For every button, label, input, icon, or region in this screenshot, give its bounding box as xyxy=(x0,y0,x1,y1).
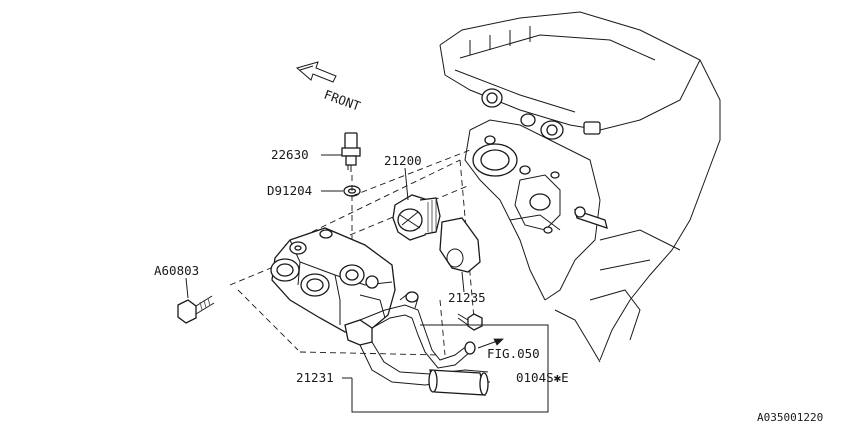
thermostat-housing xyxy=(270,227,396,333)
leader-21200 xyxy=(404,167,409,201)
label-fig050: FIG.050 xyxy=(487,346,540,361)
fig-arrow-icon xyxy=(477,338,504,349)
engine-block xyxy=(439,11,721,363)
leader-21235 xyxy=(461,271,465,293)
bolt-0104se xyxy=(457,313,483,331)
label-21235: 21235 xyxy=(448,290,486,305)
bracket-0104se xyxy=(351,324,549,413)
label-22630: 22630 xyxy=(271,147,309,162)
label-21231: 21231 xyxy=(296,370,334,385)
front-label: FRONT xyxy=(322,87,363,114)
label-0104se: 0104S✱E xyxy=(516,370,569,385)
drawing-id: A035001220 xyxy=(757,411,823,424)
front-arrow-icon xyxy=(295,61,337,83)
label-21200: 21200 xyxy=(384,153,422,168)
bolt-a60803 xyxy=(177,295,215,324)
leader-a60803 xyxy=(185,277,189,299)
gasket-21235 xyxy=(439,217,481,273)
label-a60803: A60803 xyxy=(154,263,199,278)
sensor-22630 xyxy=(341,132,361,172)
water-pipe-21231 xyxy=(344,291,491,396)
thermostat-21200 xyxy=(392,194,441,241)
label-d91204: D91204 xyxy=(267,183,312,198)
